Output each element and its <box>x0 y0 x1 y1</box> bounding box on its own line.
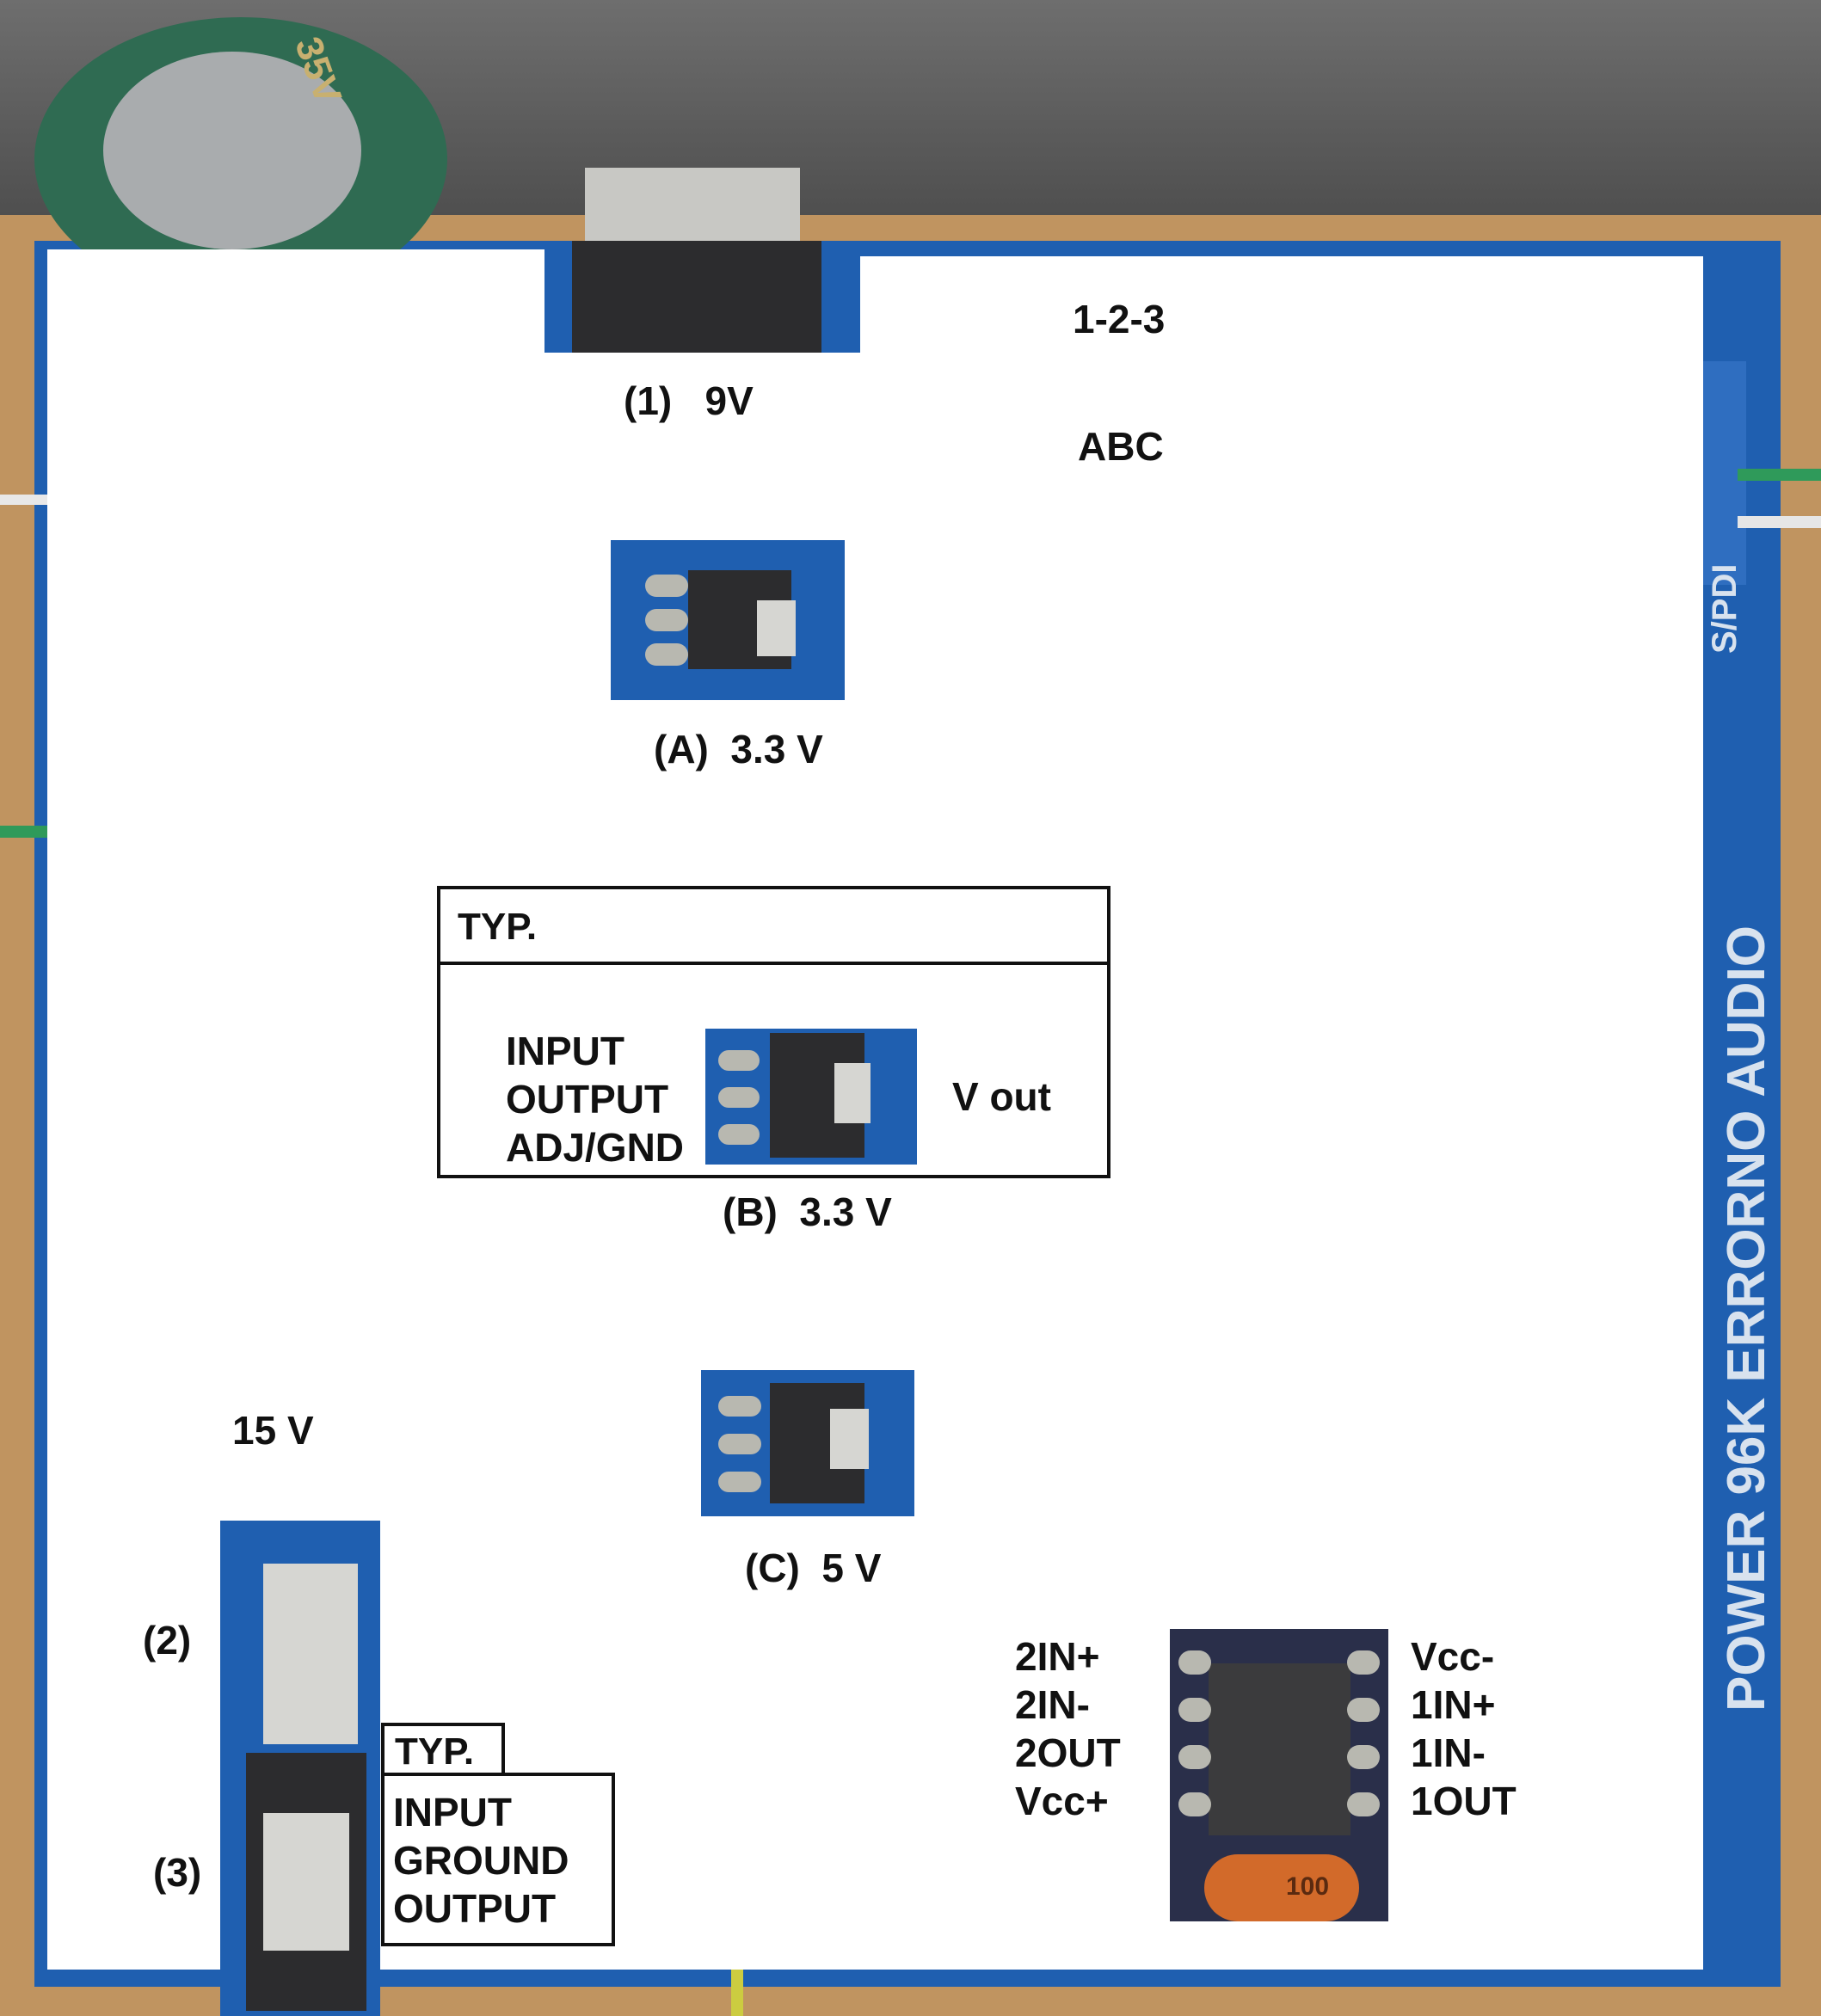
wire-white-left <box>0 495 52 505</box>
regulator-pin-labels: INPUT OUTPUT ADJ/GND <box>506 1027 684 1171</box>
wire-yellow-bottom <box>731 1970 743 2016</box>
label-regulator-3: (3) <box>153 1850 202 1895</box>
pin-1in-plus: 1IN+ <box>1411 1682 1496 1727</box>
label-regulator-1: (1) 9V <box>624 378 754 423</box>
regulator-c-photo <box>701 1370 914 1516</box>
pin-2in-plus: 2IN+ <box>1015 1634 1100 1679</box>
ceramic-capacitor <box>1204 1854 1359 1921</box>
label-regulator-2: (2) <box>143 1618 192 1663</box>
regulator-1-body <box>572 241 821 353</box>
pin-2in-minus: 2IN- <box>1015 1682 1090 1727</box>
regulator-2-pin-labels: INPUT GROUND OUTPUT <box>393 1788 569 1933</box>
opamp-left-pin-labels: 2IN+ 2IN- 2OUT Vcc+ <box>1015 1632 1121 1825</box>
pin-output-2: OUTPUT <box>393 1886 557 1931</box>
label-regulator-c: (C) 5 V <box>745 1546 882 1590</box>
regulator-2-3-photo <box>220 1521 380 2016</box>
pin-2out: 2OUT <box>1015 1730 1121 1775</box>
pin-output: OUTPUT <box>506 1077 669 1122</box>
opamp-chip <box>1209 1663 1350 1835</box>
typ-box-header: TYP. <box>458 906 538 948</box>
pin-input-2: INPUT <box>393 1790 512 1835</box>
ceramic-capacitor-marking: 100 <box>1286 1872 1330 1901</box>
pin-1out: 1OUT <box>1411 1779 1516 1823</box>
typ-box-2: INPUT GROUND OUTPUT <box>381 1773 615 1946</box>
typ-box-2-header: TYP. <box>381 1723 505 1776</box>
opamp-right-pin-labels: Vcc- 1IN+ 1IN- 1OUT <box>1411 1632 1516 1825</box>
pin-1in-minus: 1IN- <box>1411 1730 1486 1775</box>
silkscreen-spdif: S/PDI <box>1706 563 1744 654</box>
pin-ground: GROUND <box>393 1838 569 1883</box>
regulator-1-tab <box>585 168 800 245</box>
pin-input: INPUT <box>506 1029 624 1073</box>
pin-vcc-minus: Vcc- <box>1411 1634 1495 1679</box>
label-abc: ABC <box>1078 424 1164 469</box>
silkscreen-labels: POWER 96K ERRORNO AUDIO <box>1717 925 1776 1712</box>
capacitor-top-vent <box>103 52 361 249</box>
pin-adj-gnd: ADJ/GND <box>506 1125 685 1170</box>
white-overlay-top-right <box>860 256 1703 368</box>
vout-label: V out <box>952 1074 1051 1119</box>
label-regulator-b: (B) 3.3 V <box>723 1189 892 1234</box>
typ-box-divider <box>440 962 1107 965</box>
typ-box-regulator: TYP. INPUT OUTPUT ADJ/GND V out <box>437 886 1110 1178</box>
pin-vcc-plus: Vcc+ <box>1015 1779 1109 1823</box>
wire-green-left <box>0 826 52 838</box>
regulator-b-photo <box>705 1029 917 1165</box>
regulator-a-photo <box>611 540 845 700</box>
label-15v: 15 V <box>232 1408 314 1453</box>
wire-green <box>1738 469 1821 481</box>
label-regulator-a: (A) 3.3 V <box>654 727 823 771</box>
label-1-2-3: 1-2-3 <box>1073 297 1166 341</box>
opamp-photo: 100 <box>1170 1629 1388 1921</box>
wire-white <box>1738 516 1821 528</box>
